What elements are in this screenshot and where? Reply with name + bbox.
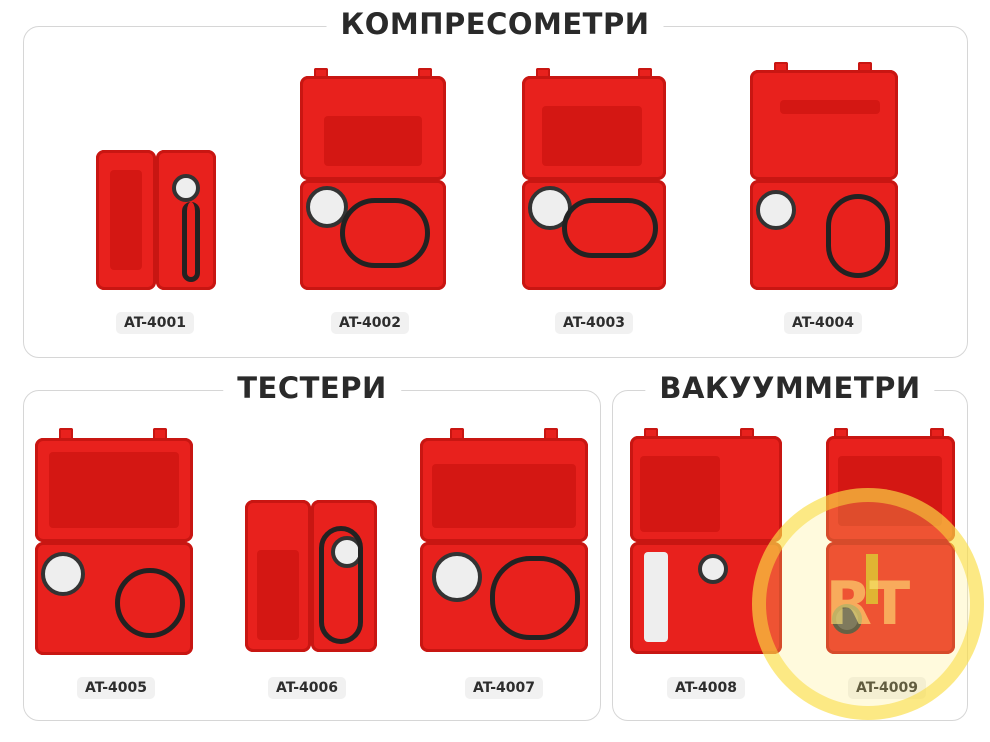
gauge-icon bbox=[172, 174, 200, 202]
product-label[interactable]: AT-4004 bbox=[783, 312, 863, 334]
product-image-at-4005[interactable] bbox=[35, 428, 193, 655]
product-label[interactable]: AT-4007 bbox=[464, 677, 544, 699]
gauge-icon bbox=[432, 552, 482, 602]
gauge-icon bbox=[41, 552, 85, 596]
product-label[interactable]: AT-4003 bbox=[554, 312, 634, 334]
product-label[interactable]: AT-4008 bbox=[666, 677, 746, 699]
product-label[interactable]: AT-4006 bbox=[267, 677, 347, 699]
section-title-vacuum: ВАКУУММЕТРИ bbox=[645, 371, 935, 405]
gauge-icon bbox=[756, 190, 796, 230]
product-label[interactable]: AT-4005 bbox=[76, 677, 156, 699]
product-image-at-4003[interactable] bbox=[522, 68, 666, 290]
product-image-at-4002[interactable] bbox=[300, 68, 446, 290]
product-image-at-4007[interactable] bbox=[420, 428, 588, 652]
watermark-logo: RT bbox=[752, 488, 984, 720]
product-image-at-4006[interactable] bbox=[245, 500, 377, 652]
product-label[interactable]: AT-4002 bbox=[330, 312, 410, 334]
section-title-testers: ТЕСТЕРИ bbox=[223, 371, 401, 405]
gauge-icon bbox=[698, 554, 728, 584]
product-image-at-4004[interactable] bbox=[750, 62, 898, 290]
gauge-icon bbox=[306, 186, 348, 228]
section-title-compressometers: КОМПРЕСОМЕТРИ bbox=[326, 7, 664, 41]
product-image-at-4001[interactable] bbox=[96, 150, 216, 290]
product-label[interactable]: AT-4001 bbox=[115, 312, 195, 334]
